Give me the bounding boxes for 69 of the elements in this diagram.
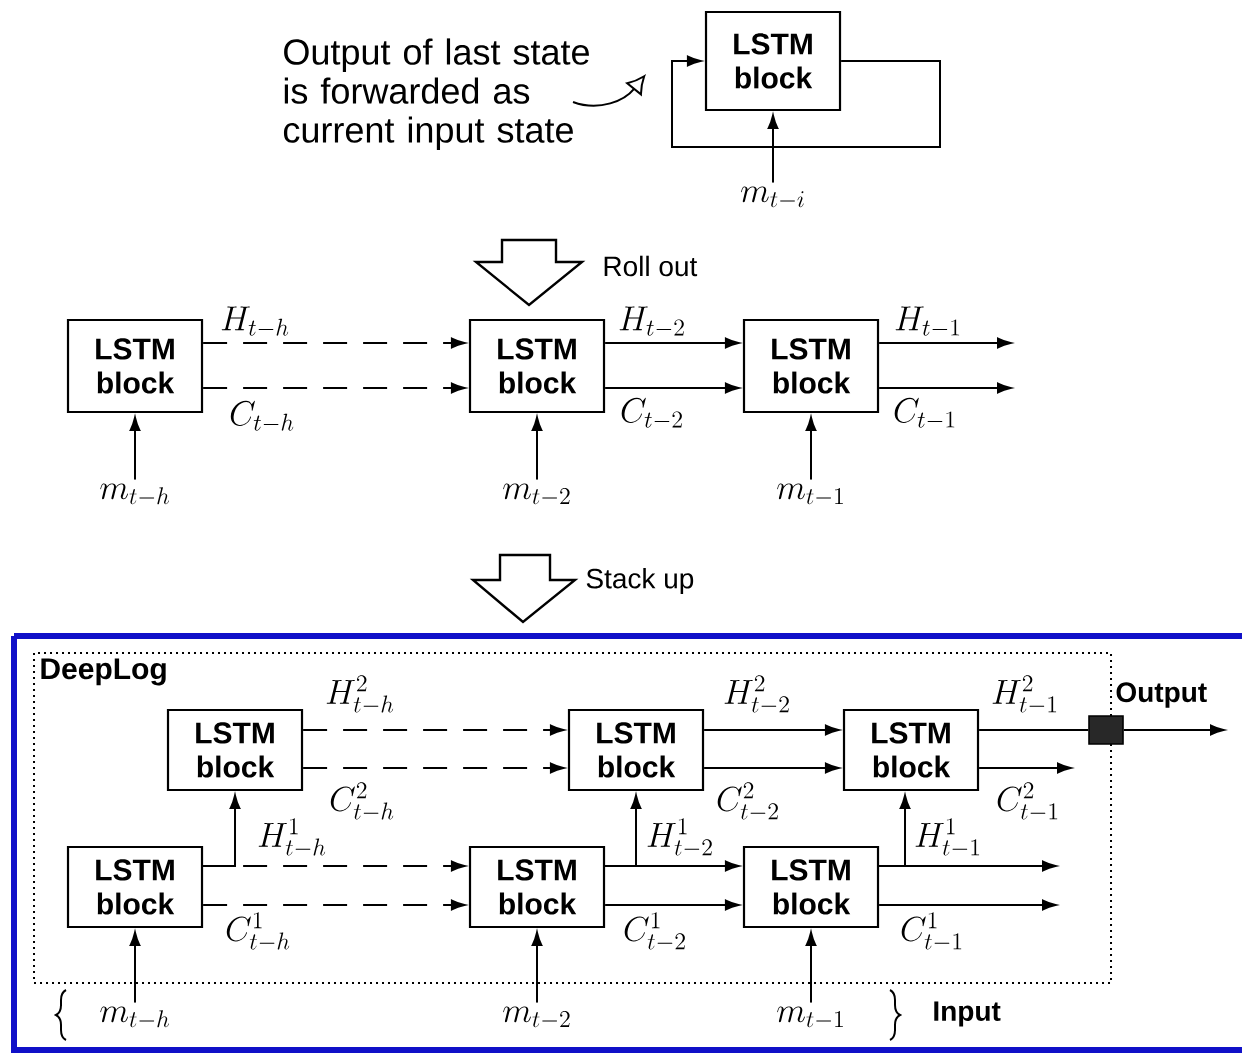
edge-label: $C^{1}_{t-1}$ bbox=[901, 912, 962, 950]
lstm-block: LSTM block bbox=[704, 10, 842, 112]
edge-label: $C_{t-2}$ bbox=[621, 397, 682, 428]
arrow bbox=[302, 762, 565, 774]
arrow bbox=[767, 114, 779, 184]
input-symbol: $m_{t-2}$ bbox=[503, 483, 570, 505]
arrow bbox=[202, 382, 466, 394]
edge-label: $H^{2}_{t-1}$ bbox=[992, 675, 1057, 713]
arrow bbox=[604, 794, 642, 867]
step-label: Stack up bbox=[586, 567, 694, 595]
arrow bbox=[129, 416, 141, 481]
lstm-block: LSTM block bbox=[842, 708, 980, 792]
arrow bbox=[878, 337, 1012, 349]
input-symbol: $m_{t-i}$ bbox=[741, 186, 804, 208]
edge-label: $H^{2}_{t-2}$ bbox=[724, 675, 789, 713]
arrow bbox=[878, 899, 1057, 911]
note-text: Output of last state is forwarded as current input state bbox=[283, 38, 589, 150]
lstm-block: LSTM block bbox=[166, 708, 304, 792]
edge-label: $C^{1}_{t-h}$ bbox=[226, 912, 290, 950]
lstm-block: LSTM block bbox=[66, 845, 204, 929]
arrow bbox=[604, 337, 740, 349]
arrow bbox=[703, 762, 840, 774]
arrow bbox=[805, 931, 817, 1004]
input-symbol: $m_{t-h}$ bbox=[100, 1006, 169, 1028]
arrow bbox=[978, 762, 1072, 774]
arrow bbox=[878, 794, 911, 867]
arrow bbox=[604, 899, 740, 911]
input-symbol: $m_{t-2}$ bbox=[503, 1006, 570, 1028]
frame-heading: DeepLog bbox=[41, 658, 166, 686]
input-symbol: $m_{t-h}$ bbox=[100, 483, 169, 505]
lstm-block: LSTM block bbox=[742, 318, 880, 414]
arrow bbox=[878, 382, 1012, 394]
output-square bbox=[1088, 715, 1124, 745]
output-label: Output bbox=[1116, 682, 1207, 708]
arrow bbox=[1122, 724, 1225, 736]
edge-label: $H^{1}_{t-1}$ bbox=[915, 818, 980, 856]
input-symbol: $m_{t-1}$ bbox=[777, 483, 843, 505]
lstm-block: LSTM block bbox=[567, 708, 705, 792]
edge-label: $H_{t-h}$ bbox=[221, 306, 289, 336]
arrow bbox=[671, 55, 941, 148]
edge-label: $C^{1}_{t-2}$ bbox=[624, 912, 685, 950]
edge-label: $C_{t-1}$ bbox=[894, 397, 955, 428]
arrow bbox=[202, 794, 241, 867]
arrow bbox=[531, 416, 543, 481]
edge-label: $C^{2}_{t-1}$ bbox=[997, 782, 1058, 820]
lstm-block: LSTM block bbox=[468, 318, 606, 414]
arrow bbox=[202, 337, 466, 349]
lstm-block: LSTM block bbox=[468, 845, 606, 929]
arrow bbox=[703, 724, 840, 736]
input-label: Input bbox=[934, 1001, 1001, 1027]
edge-label: $H_{t-2}$ bbox=[619, 306, 684, 336]
input-symbol: $m_{t-1}$ bbox=[777, 1006, 843, 1028]
lstm-block: LSTM block bbox=[66, 318, 204, 414]
edge-label: $C^{2}_{t-h}$ bbox=[330, 782, 394, 820]
arrow bbox=[805, 416, 817, 481]
edge-label: $H^{2}_{t-h}$ bbox=[326, 675, 394, 713]
step-label: Roll out bbox=[604, 255, 698, 277]
edge-label: $H^{1}_{t-2}$ bbox=[647, 818, 712, 856]
arrow bbox=[202, 899, 466, 911]
dotted-frame bbox=[33, 652, 1112, 984]
arrow bbox=[531, 931, 543, 1004]
edge-label: $H_{t-1}$ bbox=[895, 306, 960, 336]
arrow bbox=[129, 931, 141, 1004]
edge-label: $H^{1}_{t-h}$ bbox=[258, 818, 326, 856]
arrow bbox=[604, 382, 740, 394]
arrow bbox=[302, 724, 565, 736]
edge-label: $C_{t-h}$ bbox=[230, 400, 294, 431]
lstm-block: LSTM block bbox=[742, 845, 880, 929]
edge-label: $C^{2}_{t-2}$ bbox=[717, 782, 778, 820]
